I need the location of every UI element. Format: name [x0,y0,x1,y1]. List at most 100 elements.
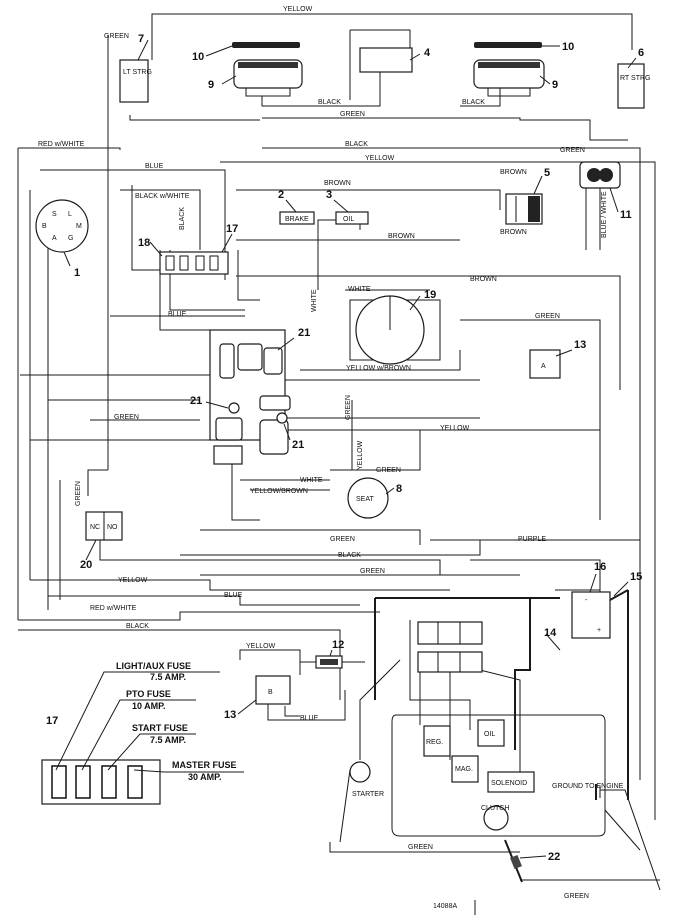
relay-a-label: A [541,363,546,370]
wire-label-green-6: GREEN [376,467,401,474]
battery-minus-label: - [585,597,588,604]
callout-7: 7 [138,33,144,45]
no-label: NO [107,524,118,531]
callout-6: 6 [638,47,644,59]
callout-5: 5 [544,167,550,179]
starter: STARTER [349,761,384,798]
ign-m-label: M [76,223,82,230]
control-module-21 [209,329,291,465]
wire-label-black-vertical: BLACK [179,207,186,230]
brake-label: BRAKE [285,216,309,223]
wire-label-blue-4: BLUE [300,715,319,722]
callout-16: 16 [594,561,606,573]
wire-label-green-9: GREEN [408,844,433,851]
battery-plus-label: + [597,627,601,634]
wire-label-red-white: RED w/WHITE [38,141,85,148]
callout-8: 8 [396,483,402,495]
wire-label-black-3: BLACK [338,552,361,559]
mag-label: MAG. [455,766,473,773]
regulator: REG. [423,725,451,757]
fuse-light-aux-label: LIGHT/AUX FUSE [116,661,191,671]
wire-label-green-top: GREEN [104,33,129,40]
callout-22: 22 [548,851,560,863]
wire-label-brown-4: BROWN [388,233,415,240]
callout-12: 12 [332,639,344,651]
hour-gauge-19 [355,295,425,365]
fuse-start-label: START FUSE [132,723,188,733]
starter-label: STARTER [352,791,384,798]
callout-20: 20 [80,559,92,571]
callout-17-top: 17 [226,223,238,235]
rt-steering-switch: RT STRG [617,63,650,109]
callout-2: 2 [278,189,284,201]
headlight-right [473,59,545,97]
seat-label: SEAT [356,496,374,503]
wire-label-black-white: BLACK w/WHITE [135,193,190,200]
top-module-4 [349,29,413,100]
wire-label-brown-5: BROWN [470,276,497,283]
callout-11: 11 [620,209,632,221]
wire-label-brown-3: BROWN [500,229,527,236]
oil-indicator: OIL [335,211,369,225]
callout-3: 3 [326,189,332,201]
nc-label: NC [90,524,100,531]
fuse-master-label: MASTER FUSE [172,760,237,770]
solenoid-label: SOLENOID [491,780,527,787]
wire-label-yellow-2: YELLOW [365,155,395,162]
ground-engine-label: GROUND TO ENGINE [552,783,624,790]
clutch-connector-22 [504,839,523,883]
callout-13-bottom: 13 [224,709,236,721]
wire-label-green-vertical-2: GREEN [75,481,82,506]
wire-label-purple: PURPLE [518,536,546,543]
wire-label-white-vertical: WHITE [311,289,318,312]
callout-21-top: 21 [298,327,310,339]
wire-label-white-2: WHITE [300,477,323,484]
magneto: MAG. [451,755,479,783]
rt-strg-label: RT STRG [620,75,650,82]
wire-label-blue-1: BLUE [145,163,164,170]
brake-indicator: BRAKE [279,211,315,225]
clutch-label: CLUTCH [481,805,509,812]
wire-label-green-7: GREEN [330,536,355,543]
wire-label-green-3: GREEN [560,147,585,154]
seat-switch: SEAT [347,477,389,519]
ignition-switch: S L A G B M [35,199,89,253]
wire-label-white-1: WHITE [348,286,371,293]
ign-l-label: L [68,211,72,218]
fuse-master-amp: 30 AMP. [188,772,222,782]
fuse-pto-amp: 10 AMP. [132,701,166,711]
ign-s-label: S [52,211,57,218]
wire-label-blue-white: BLUE / WHITE [601,191,608,238]
callout-9-left: 9 [208,79,214,91]
connector-5 [505,193,543,225]
wire-label-yellow-top: YELLOW [283,6,313,13]
callout-15: 15 [630,571,642,583]
fuse-block-top [159,251,229,275]
callout-9-right: 9 [552,79,558,91]
callout-19: 19 [424,289,436,301]
engine-connector-upper [417,621,483,645]
fuse-pto-label: PTO FUSE [126,689,171,699]
engine-oil-sensor: OIL [477,719,505,747]
wire-label-yellow-vertical: YELLOW [357,440,364,470]
callout-21-left: 21 [190,395,202,407]
wire-label-red-white-2: RED w/WHITE [90,605,137,612]
callout-13-top: 13 [574,339,586,351]
pto-switch-20: NC NO [85,511,123,541]
headlight-lens-left [232,42,300,48]
wire-label-green-10: GREEN [564,893,589,900]
headlight-lens-right [474,42,542,48]
wire-label-black-2: BLACK [345,141,368,148]
wire-label-yellow-5: YELLOW [246,643,276,650]
callout-10-right: 10 [562,41,574,53]
part-number: 14088A [433,903,457,910]
callout-21-bottom: 21 [292,439,304,451]
callout-10-left: 10 [192,51,204,63]
battery: + - [571,591,611,639]
wire-label-green-8: GREEN [360,568,385,575]
wire-label-yellow-4: YELLOW [118,577,148,584]
engine-oil-label: OIL [484,731,495,738]
relay-13-bottom: B [255,675,291,705]
